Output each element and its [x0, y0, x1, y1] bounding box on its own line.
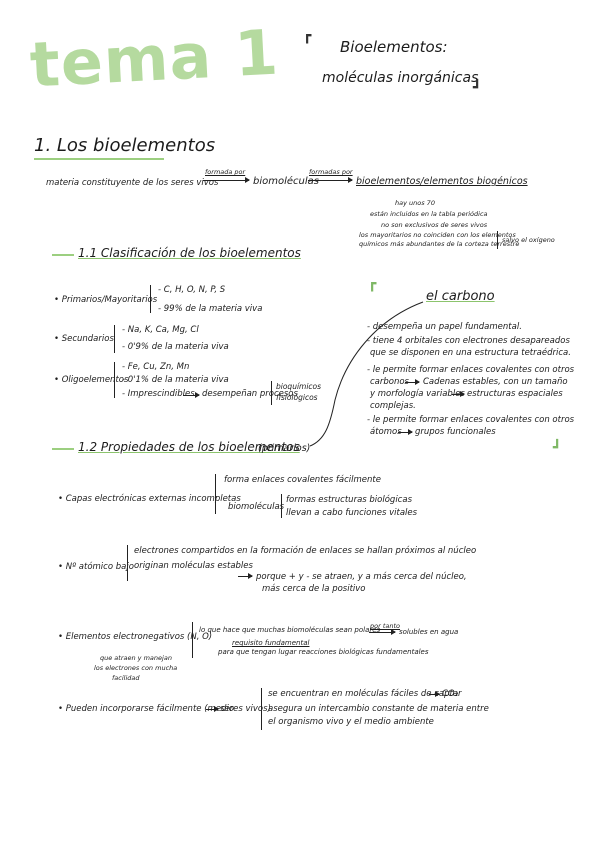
carbono-item-6: Cadenas estables, con un tamaño	[423, 377, 568, 387]
arrow	[203, 177, 250, 183]
section-1-heading: 1. Los bioelementos	[34, 135, 216, 156]
arrow	[238, 573, 253, 579]
section-12-heading: 1.2 Propiedades de los bioelementos	[78, 440, 300, 454]
materia-text: materia constituyente de los seres vivos	[46, 178, 219, 188]
bracket	[114, 325, 115, 353]
prop-4-label: • Pueden incorporarse fácilmente (medio	[58, 704, 234, 714]
prop-3-note-3: facilidad	[112, 674, 140, 682]
proceso-1: bioquímicos	[276, 382, 322, 391]
prop-4-item-1: se encuentran en moléculas fáciles de ca…	[268, 689, 462, 699]
arrow	[206, 706, 219, 712]
bracket	[127, 545, 128, 581]
carbono-item-1: - desempeña un papel fundamental.	[367, 322, 522, 332]
primarios-item-1: - C, H, O, N, P, S	[158, 285, 226, 295]
note-2: están incluidos en la tabla periódica	[370, 210, 488, 218]
bracket	[215, 474, 216, 514]
prop-3-por-tanto: por tanto	[370, 622, 401, 630]
prop-3-note-1: que atraen y manejan	[100, 654, 172, 662]
primarios-label: • Primarios/Mayoritarios	[54, 295, 158, 305]
heading-arrow-line	[52, 254, 74, 256]
prop-2-label: • Nº atómico bajo	[58, 562, 134, 572]
prop-3-label: • Elementos electronegativos (N, O)	[58, 632, 213, 642]
prop-4-item-2: CO₂	[442, 689, 459, 699]
note-1: hay unos 70	[395, 199, 435, 207]
bracket	[271, 381, 272, 405]
note-4: los mayoritarios no coinciden con los el…	[359, 231, 516, 239]
carbono-item-9: complejas.	[370, 401, 416, 411]
oligo-label: • Oligoelementos	[54, 375, 129, 385]
prop-3-item-5: para que tengan lugar reacciones biológi…	[218, 648, 429, 656]
formadas-por-label: formadas por	[309, 168, 353, 176]
prop-2-item-2: originan moléculas estables	[134, 561, 253, 571]
prop-2-item-3: porque + y - se atraen, y a más cerca de…	[256, 572, 467, 582]
bioelementos-text: bioelementos/elementos biogénicos	[356, 176, 528, 187]
carbono-item-2: - tiene 4 orbitales con electrones desap…	[367, 336, 570, 346]
section-11-heading: 1.1 Clasificación de los bioelementos	[78, 246, 301, 260]
heading-underline	[34, 158, 164, 160]
prop-4-item-4: el organismo vivo y el medio ambiente	[268, 717, 434, 727]
arrow	[308, 177, 353, 183]
carbono-item-3: que se disponen en una estructura tetraé…	[370, 348, 571, 358]
corner-mark-bottom-right: ┛	[473, 80, 482, 96]
biomoleculas-text: biomoléculas	[253, 176, 319, 187]
formado-por-label: formada por	[205, 168, 246, 176]
corner-mark-green: ┏	[368, 276, 377, 292]
prop-3-item-1: lo que hace que muchas biomoléculas sean…	[199, 626, 381, 634]
prop-3-item-3: solubles en agua	[399, 628, 459, 636]
secundarios-label: • Secundarios	[54, 334, 114, 344]
prop-1-item-1: forma enlaces covalentes fácilmente	[224, 475, 381, 485]
bracket	[261, 688, 262, 730]
prop-3-note-2: los electrones con mucha	[94, 664, 178, 672]
prop-1-item-2: biomoléculas	[228, 502, 285, 512]
proceso-2: fisiológicos	[276, 393, 318, 402]
section-12-note: (primarios)	[258, 443, 311, 454]
corner-mark-top-left: ┏	[303, 28, 312, 44]
carbono-item-7: y morfología variables	[370, 389, 465, 399]
oligo-item-1: - Fe, Cu, Zn, Mn	[122, 362, 190, 372]
carbono-item-5: carbonos	[370, 377, 409, 387]
carbono-item-4: - le permite formar enlaces covalentes c…	[367, 365, 575, 375]
bracket	[192, 622, 193, 658]
arrow	[398, 429, 413, 435]
arrow	[183, 392, 200, 398]
heading-arrow-line	[52, 448, 74, 450]
note-3: no son exclusivos de seres vivos	[381, 221, 488, 229]
arrow	[405, 379, 420, 385]
arrow	[429, 691, 440, 697]
secundarios-item-1: - Na, K, Ca, Mg, Cl	[122, 325, 199, 335]
bracket	[281, 494, 282, 518]
prop-4-label-end: seres vivos)	[220, 704, 271, 714]
prop-1-item-3: formas estructuras biológicas	[286, 495, 412, 505]
carbono-item-10: - le permite formar enlaces covalentes c…	[367, 415, 575, 425]
page-subtitle: moléculas inorgánicas	[322, 70, 479, 86]
page-title: Bioelementos:	[340, 38, 448, 56]
arrow	[369, 629, 396, 635]
primarios-item-2: - 99% de la materia viva	[158, 304, 263, 314]
prop-4-item-3: asegura un intercambio constante de mate…	[268, 704, 489, 714]
bracket	[497, 231, 498, 249]
salvo-note: salvo el oxígeno	[502, 236, 555, 244]
corner-mark-green: ┛	[553, 440, 562, 456]
note-5: químicos más abundantes de la corteza te…	[359, 240, 520, 248]
carbono-item-12: grupos funcionales	[415, 427, 496, 437]
prop-1-label: • Capas electrónicas externas incompleta…	[58, 494, 241, 504]
carbono-connector	[309, 301, 424, 447]
desempenan-text: desempeñan procesos	[202, 389, 298, 399]
prop-1-item-4: llevan a cabo funciones vitales	[286, 508, 418, 518]
carbono-heading: el carbono	[426, 289, 495, 304]
oligo-item-3: - Imprescindibles	[122, 389, 195, 399]
prop-2-item-4: más cerca de la positivo	[262, 584, 366, 594]
arrow	[452, 391, 465, 397]
carbono-item-11: átomos	[370, 427, 402, 437]
carbono-item-8: estructuras espaciales	[467, 389, 563, 399]
secundarios-item-2: - 0'9% de la materia viva	[122, 342, 229, 352]
big-title: tema 1	[28, 15, 281, 102]
bracket	[150, 285, 151, 313]
prop-3-item-4: requisito fundamental	[232, 639, 310, 647]
bracket	[114, 362, 115, 398]
prop-2-item-1: electrones compartidos en la formación d…	[134, 546, 477, 556]
oligo-item-2: - 0'1% de la materia viva	[122, 375, 229, 385]
